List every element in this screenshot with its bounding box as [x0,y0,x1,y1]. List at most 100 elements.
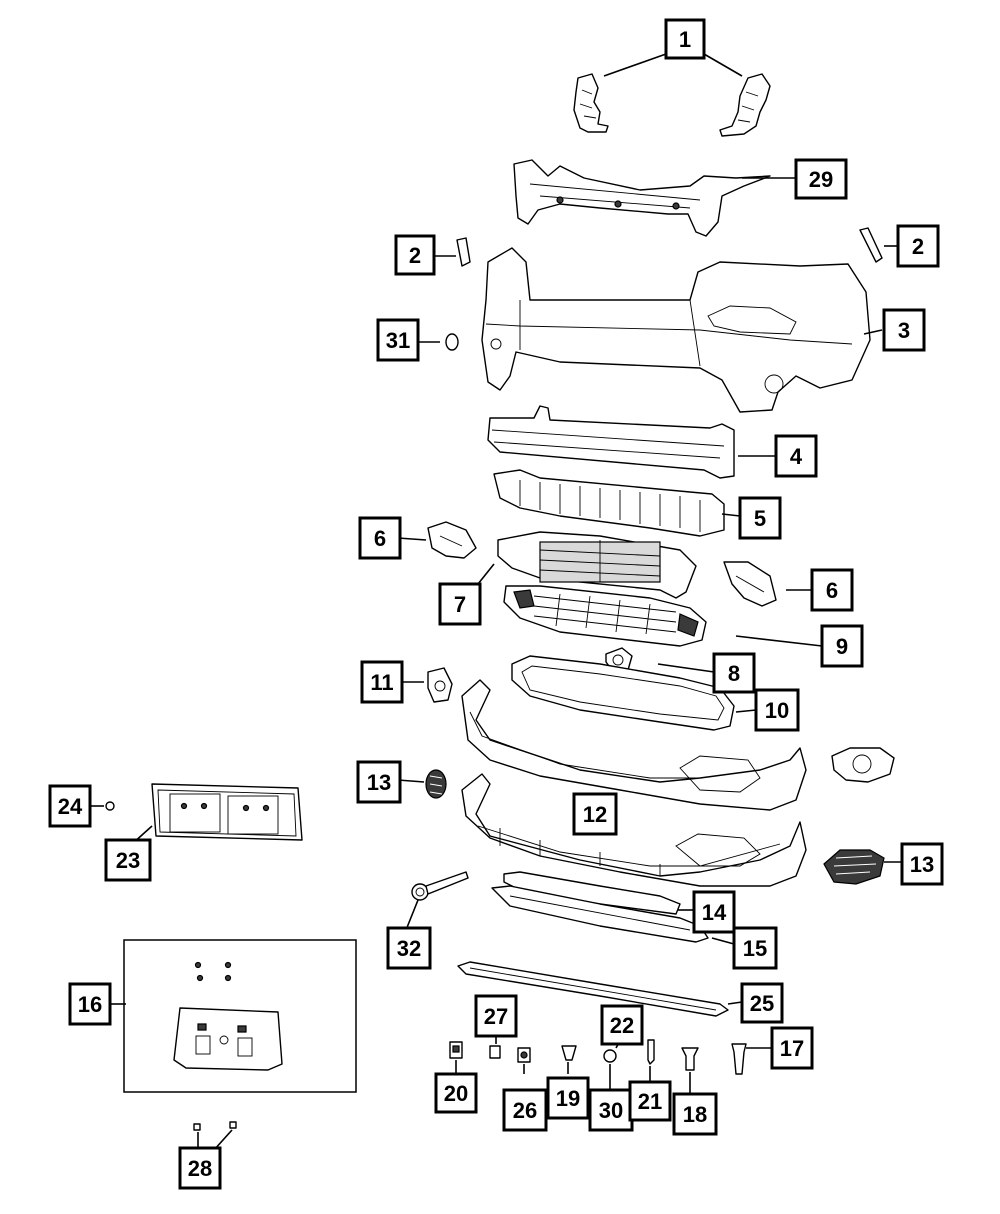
svg-text:24: 24 [58,794,83,819]
part-26-nut [517,1047,531,1063]
part-18-push-rivet [681,1047,699,1071]
callout-2-left: 2 [394,234,436,276]
callout-2-right: 2 [896,224,940,268]
part-16-plate-base [173,961,283,1071]
part-6-left-bracket [427,521,477,559]
svg-text:3: 3 [898,318,910,343]
part-12-upper-fascia [461,679,807,811]
svg-text:6: 6 [374,526,386,551]
part-4-reinforcement-beam [487,405,735,479]
callout-13-right: 13 [900,842,944,886]
svg-text:22: 22 [610,1013,634,1038]
part-12-lower-fascia [461,773,807,887]
svg-text:32: 32 [397,936,421,961]
part-3-bumper-fascia [481,247,871,413]
part-9-grille-mesh [503,585,707,647]
callout-18: 18 [672,1092,718,1136]
callout-17: 17 [770,1026,814,1070]
part-13-left-fog-cover [425,769,447,799]
callout-13-left: 13 [356,760,402,804]
callout-7: 7 [438,582,482,626]
part-10-grille-surround [511,655,735,731]
callout-4: 4 [774,434,818,478]
callout-21: 21 [628,1080,672,1122]
part-fog-bezel-right [831,747,895,783]
svg-text:8: 8 [728,661,740,686]
callout-16: 16 [68,982,112,1026]
callout-6-left: 6 [358,516,402,560]
callout-25: 25 [740,982,784,1024]
part-13-right-fog-cover [823,849,885,885]
callout-15: 15 [732,926,778,970]
part-20-clip-nut [449,1041,463,1059]
svg-text:21: 21 [638,1089,662,1114]
callout-6-right: 6 [810,568,854,612]
svg-text:30: 30 [599,1098,623,1123]
part-7-grille-shutter [497,531,697,599]
svg-text:18: 18 [683,1102,707,1127]
svg-text:13: 13 [367,770,391,795]
svg-text:13: 13 [910,852,934,877]
part-2-left-clip [456,237,471,267]
svg-text:26: 26 [513,1098,537,1123]
callout-32: 32 [386,926,432,970]
callout-5: 5 [738,496,782,540]
callout-19: 19 [546,1076,590,1120]
svg-text:19: 19 [556,1086,580,1111]
svg-text:11: 11 [370,670,393,695]
part-24-nut [105,801,115,811]
svg-text:15: 15 [743,936,767,961]
callout-9: 9 [820,624,864,668]
svg-text:29: 29 [809,167,833,192]
svg-text:2: 2 [409,243,421,268]
svg-text:6: 6 [826,578,838,603]
callout-1: 1 [664,18,706,60]
svg-text:10: 10 [765,698,789,723]
callout-14: 14 [692,890,736,934]
svg-text:7: 7 [454,592,466,617]
part-16-group-box [123,939,357,1093]
svg-text:5: 5 [754,506,766,531]
callout-31: 31 [376,318,420,362]
part-30-washer [603,1049,617,1063]
part-11-bracket [427,667,453,703]
svg-text:12: 12 [583,802,607,827]
part-5-energy-absorber [493,469,725,537]
callout-30: 30 [588,1088,634,1132]
callout-23: 23 [104,838,152,882]
callout-12: 12 [572,792,618,836]
callout-27: 27 [474,994,518,1038]
callout-11: 11 [360,660,404,704]
callout-8: 8 [712,652,756,694]
svg-text:31: 31 [386,328,410,353]
part-1-left-bracket [573,73,609,133]
callout-20: 20 [434,1072,478,1114]
callout-26: 26 [502,1088,548,1132]
part-1-right-bracket [719,73,771,137]
part-25-air-dam [457,961,729,1017]
callout-29: 29 [794,158,848,200]
svg-text:25: 25 [750,991,774,1016]
callout-3: 3 [882,308,926,352]
svg-text:20: 20 [444,1081,468,1106]
svg-text:2: 2 [912,234,924,259]
svg-text:16: 16 [78,992,102,1017]
part-32-tow-hook [411,871,469,901]
svg-text:9: 9 [836,634,848,659]
part-27-clip [489,1045,501,1059]
part-17-bolt [731,1043,747,1075]
svg-text:28: 28 [188,1156,212,1181]
svg-text:27: 27 [484,1004,508,1029]
part-23-plate-bracket [151,783,303,841]
callout-24: 24 [48,784,92,828]
svg-text:4: 4 [790,444,803,469]
part-29-upper-support [513,159,771,237]
callout-10: 10 [754,688,800,732]
svg-text:1: 1 [679,27,691,52]
part-6-right-bracket [723,561,777,607]
leader-lines [90,53,906,1151]
callout-22: 22 [600,1004,644,1046]
part-21-push-pin [647,1039,655,1065]
callout-28: 28 [178,1146,222,1190]
